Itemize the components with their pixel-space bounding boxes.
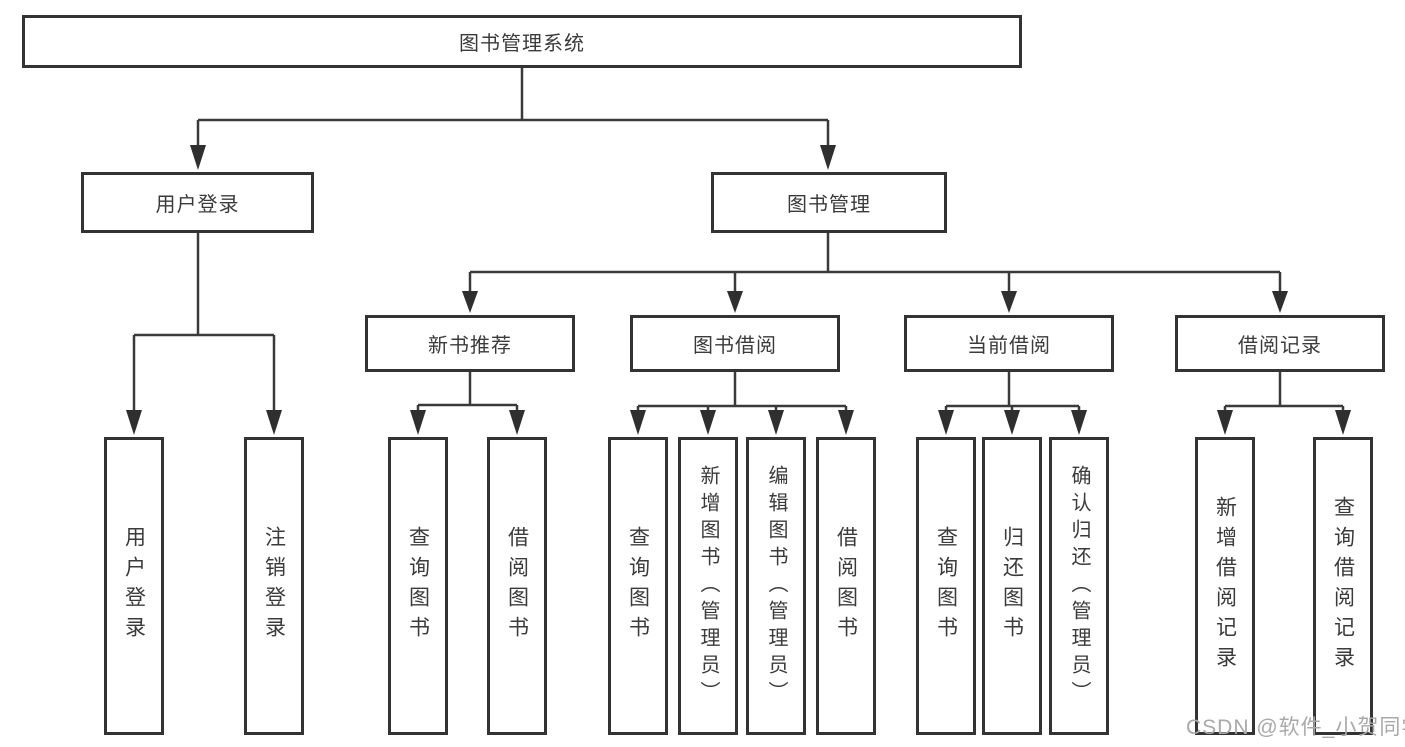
arrow-down-icon xyxy=(1001,291,1017,313)
arrow-down-icon xyxy=(768,410,784,435)
leaf-query-borrow-record: 查询借阅记录 xyxy=(1313,437,1373,735)
node-current-borrow: 当前借阅 xyxy=(904,315,1114,372)
arrow-down-icon xyxy=(410,410,426,435)
leaf-query-books-recommend-label: 查询图书 xyxy=(406,526,430,646)
node-new-book-recommend-label: 新书推荐 xyxy=(428,335,512,357)
leaf-user-login-label: 用户登录 xyxy=(122,526,146,646)
arrow-down-icon xyxy=(1004,410,1020,435)
node-root: 图书管理系统 xyxy=(22,15,1022,68)
node-borrow-records-label: 借阅记录 xyxy=(1238,335,1322,357)
node-current-borrow-label: 当前借阅 xyxy=(967,335,1051,357)
arrow-down-icon xyxy=(630,410,646,435)
leaf-return-books: 归还图书 xyxy=(982,437,1042,735)
csdn-watermark: CSDN @软件_小贺同学 xyxy=(1186,716,1405,739)
leaf-query-books-borrow: 查询图书 xyxy=(608,437,668,735)
leaf-query-books-current: 查询图书 xyxy=(916,437,976,735)
node-user-login-label: 用户登录 xyxy=(155,194,240,216)
arrow-down-icon xyxy=(700,410,716,435)
leaf-add-book-admin-label: 新增图书（管理员） xyxy=(697,464,719,708)
connector-book-borrow xyxy=(636,372,848,411)
leaf-borrow-books: 借阅图书 xyxy=(816,437,876,735)
leaf-edit-book-admin-label: 编辑图书（管理员） xyxy=(765,464,787,708)
node-book-borrow: 图书借阅 xyxy=(630,315,840,372)
arrow-down-icon xyxy=(938,410,954,435)
arrow-down-icon xyxy=(509,410,525,435)
node-user-login: 用户登录 xyxy=(81,172,314,233)
arrow-down-icon xyxy=(727,291,743,313)
leaf-add-borrow-record: 新增借阅记录 xyxy=(1195,437,1255,735)
leaf-return-books-label: 归还图书 xyxy=(1000,526,1024,646)
leaf-borrow-books-label: 借阅图书 xyxy=(834,526,858,646)
node-book-borrow-label: 图书借阅 xyxy=(693,335,777,357)
leaf-edit-book-admin: 编辑图书（管理员） xyxy=(746,437,806,735)
connector-new-book xyxy=(416,372,519,411)
node-book-management: 图书管理 xyxy=(711,172,947,233)
arrow-down-icon xyxy=(838,410,854,435)
arrow-down-icon xyxy=(190,145,206,170)
arrow-down-icon xyxy=(1272,291,1288,313)
leaf-confirm-return-admin: 确认归还（管理员） xyxy=(1049,437,1109,735)
arrow-down-icon xyxy=(1217,410,1233,435)
node-book-management-label: 图书管理 xyxy=(787,194,871,216)
arrow-down-icon xyxy=(126,410,142,435)
leaf-borrow-books-recommend: 借阅图书 xyxy=(487,437,547,735)
leaf-logout-login-label: 注销登录 xyxy=(262,526,286,646)
leaf-user-login: 用户登录 xyxy=(104,437,164,735)
arrowheads xyxy=(126,145,1351,435)
leaf-query-books-borrow-label: 查询图书 xyxy=(626,526,650,646)
arrow-down-icon xyxy=(1071,410,1087,435)
connector-user-login xyxy=(132,233,276,411)
leaf-query-books-recommend: 查询图书 xyxy=(388,437,448,735)
arrow-down-icon xyxy=(1335,410,1351,435)
connector-book-management xyxy=(468,233,1282,292)
node-new-book-recommend: 新书推荐 xyxy=(365,315,575,372)
leaf-borrow-books-recommend-label: 借阅图书 xyxy=(505,526,529,646)
connector-borrow-records xyxy=(1223,372,1345,411)
connector-current-borrow xyxy=(944,372,1081,411)
arrow-down-icon xyxy=(462,291,478,313)
leaf-logout-login: 注销登录 xyxy=(244,437,304,735)
leaf-add-borrow-record-label: 新增借阅记录 xyxy=(1213,496,1237,676)
connector-root xyxy=(196,68,830,146)
node-borrow-records: 借阅记录 xyxy=(1175,315,1385,372)
arrow-down-icon xyxy=(820,145,836,170)
arrow-down-icon xyxy=(266,410,282,435)
node-root-label: 图书管理系统 xyxy=(459,33,585,55)
leaf-confirm-return-admin-label: 确认归还（管理员） xyxy=(1068,464,1090,708)
leaf-add-book-admin: 新增图书（管理员） xyxy=(678,437,738,735)
leaf-query-borrow-record-label: 查询借阅记录 xyxy=(1331,496,1355,676)
leaf-query-books-current-label: 查询图书 xyxy=(934,526,958,646)
